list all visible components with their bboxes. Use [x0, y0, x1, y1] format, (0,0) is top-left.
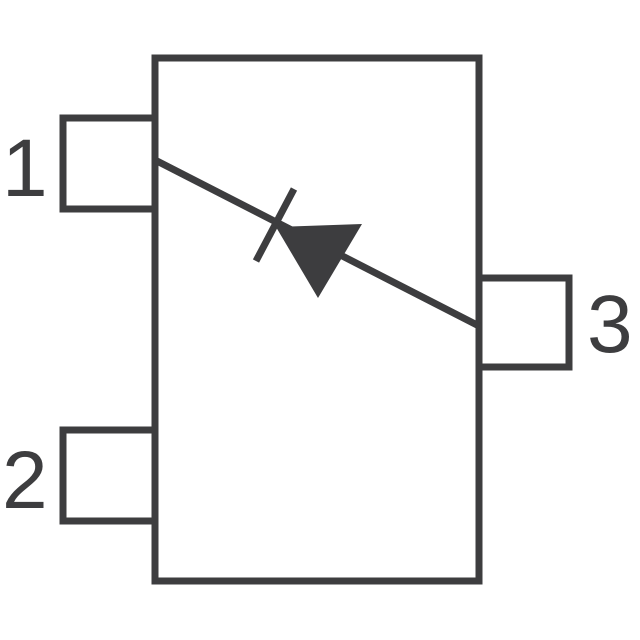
package-body — [151, 54, 483, 585]
pin-2-pad — [59, 426, 159, 525]
pin-3-label: 3 — [587, 279, 633, 370]
diode-cathode-bar-icon — [252, 187, 298, 263]
pin-1-label: 1 — [2, 123, 48, 214]
pin-2-label: 2 — [2, 435, 48, 526]
pin-1-pad — [59, 114, 159, 213]
diode-triangle-icon — [276, 224, 362, 298]
pin-3-pad — [475, 274, 573, 371]
